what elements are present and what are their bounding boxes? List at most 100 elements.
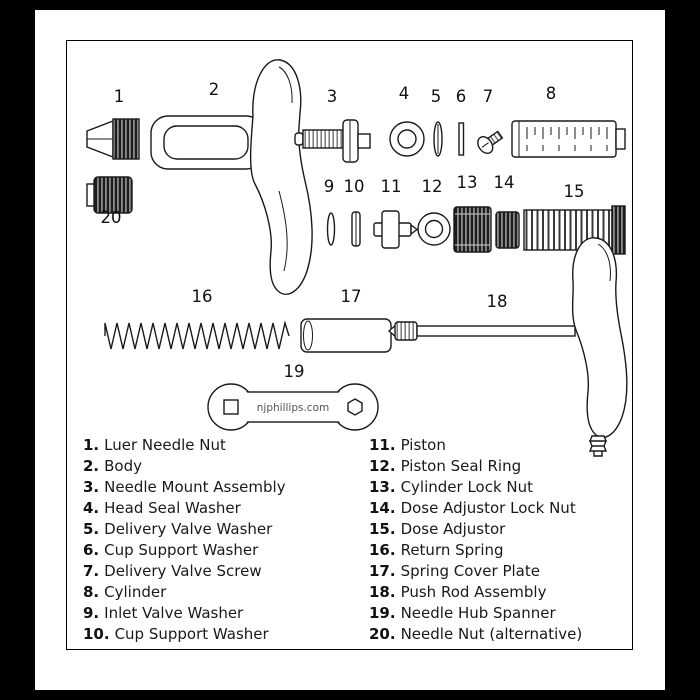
part-name: Return Spring bbox=[400, 541, 504, 559]
part-name: Needle Mount Assembly bbox=[104, 478, 286, 496]
part-11-piston bbox=[373, 210, 419, 249]
part-name: Delivery Valve Screw bbox=[104, 562, 262, 580]
part-name: Push Rod Assembly bbox=[400, 583, 547, 601]
part-number: 1. bbox=[83, 436, 100, 454]
part-name: Piston bbox=[400, 436, 446, 454]
part-4-head-seal-washer bbox=[389, 121, 425, 157]
parts-list-item: 16.Return Spring bbox=[369, 540, 628, 561]
callout-6: 6 bbox=[456, 87, 467, 106]
parts-list-item: 20.Needle Nut (alternative) bbox=[369, 624, 628, 645]
part-name: Cup Support Washer bbox=[104, 541, 259, 559]
callout-15: 15 bbox=[564, 182, 585, 201]
part-number: 8. bbox=[83, 583, 100, 601]
parts-list-item: 18.Push Rod Assembly bbox=[369, 582, 628, 603]
part-number: 13. bbox=[369, 478, 396, 496]
callout-5: 5 bbox=[431, 87, 442, 106]
callout-16: 16 bbox=[192, 287, 213, 306]
part-name: Cylinder Lock Nut bbox=[400, 478, 534, 496]
part-number: 7. bbox=[83, 562, 100, 580]
part-number: 15. bbox=[369, 520, 396, 538]
part-name: Cup Support Washer bbox=[114, 625, 269, 643]
parts-list-item: 14.Dose Adjustor Lock Nut bbox=[369, 498, 628, 519]
parts-list-item: 1.Luer Needle Nut bbox=[83, 435, 369, 456]
part-name: Piston Seal Ring bbox=[400, 457, 522, 475]
callout-7: 7 bbox=[483, 87, 494, 106]
part-5-delivery-valve-washer bbox=[433, 121, 443, 157]
part-name: Needle Hub Spanner bbox=[400, 604, 556, 622]
callout-12: 12 bbox=[422, 177, 443, 196]
part-name: Body bbox=[104, 457, 143, 475]
part-name: Dose Adjustor bbox=[400, 520, 506, 538]
callout-17: 17 bbox=[341, 287, 362, 306]
part-6-cup-support-washer bbox=[458, 122, 465, 156]
spanner-hex-hole bbox=[347, 398, 363, 416]
part-1-luer-needle-nut bbox=[86, 118, 140, 160]
callout-4: 4 bbox=[399, 84, 410, 103]
callout-1: 1 bbox=[114, 87, 125, 106]
part-number: 19. bbox=[369, 604, 396, 622]
part-10-cup-support-washer bbox=[351, 211, 361, 247]
part-number: 12. bbox=[369, 457, 396, 475]
part-number: 14. bbox=[369, 499, 396, 517]
page: njphillips.com 1 2 3 4 5 6 7 8 9 10 11 1… bbox=[35, 10, 665, 690]
callout-8: 8 bbox=[546, 84, 557, 103]
part-name: Dose Adjustor Lock Nut bbox=[400, 499, 576, 517]
callout-20: 20 bbox=[101, 208, 122, 227]
part-number: 10. bbox=[83, 625, 110, 643]
part-number: 5. bbox=[83, 520, 100, 538]
part-number: 18. bbox=[369, 583, 396, 601]
parts-list-item: 19.Needle Hub Spanner bbox=[369, 603, 628, 624]
part-17-spring-cover-plate bbox=[300, 318, 392, 353]
part-number: 6. bbox=[83, 541, 100, 559]
part-name: Delivery Valve Washer bbox=[104, 520, 273, 538]
part-13-cylinder-lock-nut bbox=[453, 206, 492, 253]
parts-list-item: 17.Spring Cover Plate bbox=[369, 561, 628, 582]
callout-19: 19 bbox=[284, 362, 305, 381]
parts-list-item: 6.Cup Support Washer bbox=[83, 540, 369, 561]
parts-list-right-column: 11.Piston 12.Piston Seal Ring 13.Cylinde… bbox=[369, 435, 628, 645]
part-name: Head Seal Washer bbox=[104, 499, 241, 517]
parts-list-item: 13.Cylinder Lock Nut bbox=[369, 477, 628, 498]
watermark-text: njphillips.com bbox=[257, 402, 329, 414]
part-number: 3. bbox=[83, 478, 100, 496]
parts-list-item: 3.Needle Mount Assembly bbox=[83, 477, 369, 498]
part-name: Needle Nut (alternative) bbox=[400, 625, 583, 643]
callout-14: 14 bbox=[494, 173, 515, 192]
part-name: Inlet Valve Washer bbox=[104, 604, 244, 622]
part-number: 2. bbox=[83, 457, 100, 475]
part-7-delivery-valve-screw bbox=[477, 130, 504, 154]
parts-list-item: 9.Inlet Valve Washer bbox=[83, 603, 369, 624]
parts-list-left-column: 1.Luer Needle Nut 2.Body 3.Needle Mount … bbox=[83, 435, 369, 645]
part-name: Spring Cover Plate bbox=[400, 562, 540, 580]
callout-10: 10 bbox=[344, 177, 365, 196]
part-20-needle-nut-alternative bbox=[86, 176, 133, 214]
part-number: 11. bbox=[369, 436, 396, 454]
part-16-return-spring bbox=[104, 320, 290, 350]
part-8-cylinder bbox=[511, 120, 626, 158]
part-15-dose-adjustor bbox=[523, 205, 626, 255]
part-2-body bbox=[150, 59, 313, 295]
callout-3: 3 bbox=[327, 87, 338, 106]
part-9-inlet-valve-washer bbox=[326, 212, 336, 246]
parts-list-item: 8.Cylinder bbox=[83, 582, 369, 603]
diagram-frame: njphillips.com 1 2 3 4 5 6 7 8 9 10 11 1… bbox=[66, 40, 633, 650]
part-3-needle-mount-assembly bbox=[294, 119, 371, 163]
part-12-piston-seal-ring bbox=[417, 212, 451, 246]
parts-list-item: 10.Cup Support Washer bbox=[83, 624, 369, 645]
parts-list-item: 12.Piston Seal Ring bbox=[369, 456, 628, 477]
part-name: Cylinder bbox=[104, 583, 167, 601]
part-number: 20. bbox=[369, 625, 396, 643]
parts-list: 1.Luer Needle Nut 2.Body 3.Needle Mount … bbox=[83, 435, 628, 645]
callout-13: 13 bbox=[457, 173, 478, 192]
part-19-needle-hub-spanner: njphillips.com bbox=[207, 383, 379, 431]
part-18-push-rod-assembly bbox=[387, 237, 628, 457]
part-name: Luer Needle Nut bbox=[104, 436, 226, 454]
parts-list-item: 7.Delivery Valve Screw bbox=[83, 561, 369, 582]
exploded-parts-diagram: njphillips.com 1 2 3 4 5 6 7 8 9 10 11 1… bbox=[86, 59, 628, 457]
callout-9: 9 bbox=[324, 177, 335, 196]
part-14-dose-adjustor-lock-nut bbox=[495, 211, 520, 249]
part-number: 16. bbox=[369, 541, 396, 559]
spanner-square-hole bbox=[223, 399, 239, 415]
callout-2: 2 bbox=[209, 80, 220, 99]
parts-list-item: 15.Dose Adjustor bbox=[369, 519, 628, 540]
